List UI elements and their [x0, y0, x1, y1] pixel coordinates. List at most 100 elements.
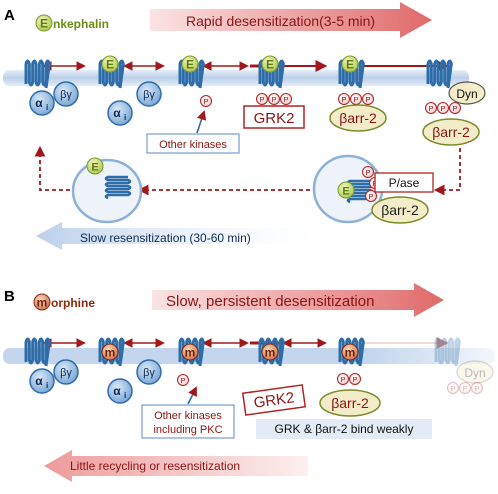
phosphate-a6-2-label: P	[440, 104, 445, 113]
barr2-b-ellipse	[319, 389, 381, 417]
g-protein-b1: α i βγ	[29, 359, 79, 394]
receptor-b1	[24, 337, 51, 367]
dyn-a-text: Dyn	[456, 87, 477, 101]
morphine-b5-letter: m	[345, 346, 356, 360]
enkephalin-a3	[181, 55, 199, 73]
grk2-a-box	[243, 105, 305, 129]
receptors-b	[24, 337, 365, 367]
receptor-a5-helices	[338, 59, 365, 89]
slow-resensitization-arrow: Slow resensitization (30-60 min)	[36, 222, 320, 250]
morphine-b2-letter: m	[105, 346, 116, 360]
other-kinases-a-box	[146, 133, 240, 154]
phosphate-a5-3	[362, 93, 374, 105]
phosphate-a5-1-label: P	[341, 95, 346, 104]
receptor-a6-helices	[426, 59, 453, 89]
g-alpha-b1-text: α	[35, 374, 43, 388]
slow-desens-arrow-shape	[152, 283, 444, 317]
endosome-ligand-recycling-letter: E	[91, 162, 98, 174]
morphine-b3	[181, 343, 199, 361]
receptor-b4-helices	[258, 337, 285, 367]
receptor-a4-helices	[258, 59, 285, 89]
other-kinases-b-box	[141, 404, 235, 439]
pase-box	[374, 172, 434, 193]
morphine-text: orphine	[51, 296, 95, 310]
morphine-b3-letter: m	[185, 346, 196, 360]
phosphate-a4-3-label: P	[283, 95, 288, 104]
g-alpha-a2-sub: i	[124, 113, 126, 122]
g-betagamma-b1-text: βγ	[60, 367, 72, 379]
grk2-b-text: GRK2	[253, 389, 296, 412]
enkephalin-a2	[101, 55, 119, 73]
g-alpha-b2	[107, 378, 133, 404]
phosphate-b3-label: P	[180, 376, 185, 385]
phosphate-b3	[177, 374, 189, 386]
enkephalin-a2-letter: E	[106, 58, 114, 72]
bind-weakly-box	[256, 419, 432, 439]
receptor-a4	[258, 59, 285, 89]
g-betagamma-a1	[53, 81, 79, 107]
receptor-b4	[258, 337, 285, 367]
other-kinases-b-text2: including PKC	[153, 424, 222, 436]
phosphate-a6-1-label: P	[428, 104, 433, 113]
phosphate-b6-1	[447, 382, 459, 394]
g-protein-b2: α i βγ	[107, 359, 162, 404]
g-betagamma-b2	[136, 359, 162, 385]
membrane-b	[3, 348, 495, 364]
phosphate-b5-2-label: P	[352, 375, 357, 384]
phosphate-endo-3-label: P	[368, 192, 373, 201]
panel-a-label: A	[4, 7, 15, 24]
receptor-b2-helices	[98, 337, 125, 367]
phosphate-a6-3-label: P	[452, 104, 457, 113]
phosphate-a5-3-label: P	[365, 95, 370, 104]
receptor-a6	[426, 59, 453, 89]
phosphate-b5-1-label: P	[340, 375, 345, 384]
phosphate-a4-2-label: P	[271, 95, 276, 104]
phosphate-endo-1	[362, 166, 374, 178]
phosphate-b6-3	[471, 382, 483, 394]
g-alpha-b1	[29, 368, 55, 394]
endosome-ligand-internalizing-letter: E	[342, 186, 349, 198]
receptor-a3-helices	[178, 59, 205, 89]
morphine-b4-letter: m	[265, 346, 276, 360]
receptor-a2-helices	[98, 59, 125, 89]
phosphate-a4-3	[280, 93, 292, 105]
receptor-a1	[24, 59, 51, 89]
phosphate-b6-1-label: P	[450, 384, 455, 393]
other-kinases-a-pointer	[196, 110, 207, 134]
phosphate-endo-1-label: P	[365, 168, 370, 177]
g-betagamma-a2	[136, 81, 162, 107]
phosphate-b5-1	[337, 373, 349, 385]
slow-desens-arrow-text: Slow, persistent desensitization	[166, 293, 374, 310]
morphine-letter: m	[37, 296, 48, 310]
g-alpha-b1-sub: i	[46, 381, 48, 390]
phosphate-a4-1-label: P	[259, 95, 264, 104]
bind-weakly-text: GRK & βarr-2 bind weakly	[275, 422, 414, 436]
morphine-b5	[341, 343, 359, 361]
other-kinases-b-text1: Other kinases	[154, 410, 222, 422]
enkephalin-a5	[341, 55, 359, 73]
endocytosis-arrow	[433, 148, 461, 196]
g-alpha-b2-sub: i	[124, 391, 126, 400]
enkephalin-a3-letter: E	[186, 58, 194, 72]
other-kinases-b-pointer	[187, 386, 197, 405]
enkephalin-icon	[35, 14, 53, 32]
phosphate-a5-1	[338, 93, 350, 105]
little-recycling-arrow-shape	[44, 450, 308, 482]
phosphate-b5-2	[349, 373, 361, 385]
dyn-b-text: Dyn	[464, 366, 485, 380]
dyn-b-faded: Dyn	[456, 360, 494, 384]
return-to-membrane-arrow	[34, 145, 70, 191]
phosphate-endo-3	[365, 190, 377, 202]
little-recycling-arrow: Little recycling or resensitization	[44, 450, 308, 482]
barr2-endo-text: βarr-2	[381, 202, 419, 218]
receptor-b3	[178, 337, 205, 367]
dyn-a-ellipse	[448, 81, 486, 105]
barr2-b-text: βarr-2	[331, 395, 369, 411]
resensitization-arrow-text: Slow resensitization (30-60 min)	[80, 231, 251, 245]
enkephalin-text: nkephalin	[53, 17, 109, 31]
grk2-a-text: GRK2	[254, 110, 295, 127]
